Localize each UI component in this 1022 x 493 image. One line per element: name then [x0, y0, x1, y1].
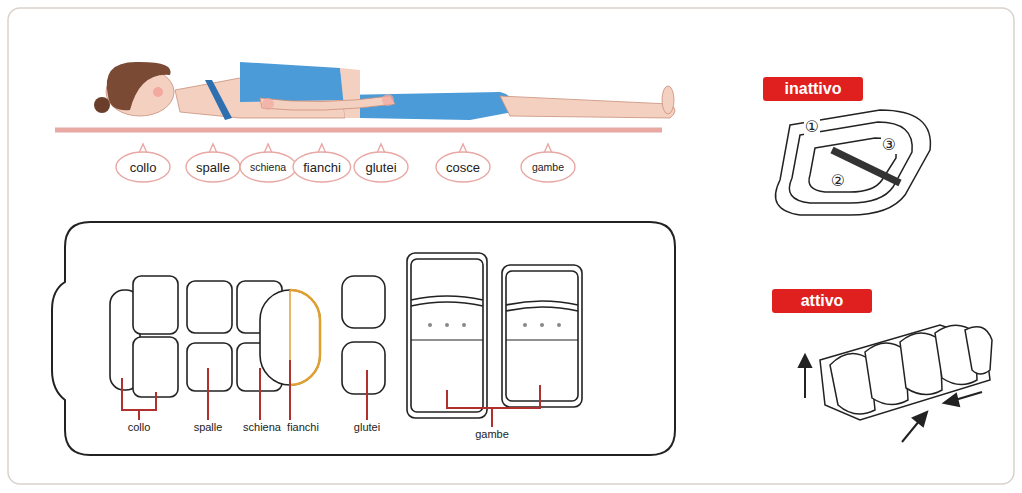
part-label: schiena — [242, 421, 282, 433]
callout-number: ① — [804, 118, 820, 136]
mattress-panel — [52, 222, 675, 455]
node-text: cosce — [446, 160, 480, 175]
mattress-cells — [110, 253, 582, 418]
node-text: spalle — [196, 160, 230, 175]
node-text: fianchi — [303, 160, 341, 175]
hip-cell-highlight — [290, 290, 320, 385]
part-label: glutei — [353, 421, 381, 433]
state-tag: inattivo — [763, 77, 863, 101]
body-part-bubble: fianchi — [292, 151, 352, 183]
part-label: fianchi — [286, 421, 320, 433]
inactive-cell-icon — [776, 110, 931, 215]
active-cells-icon — [820, 325, 992, 420]
node-text: schiena — [250, 161, 286, 173]
part-label: spalle — [193, 421, 224, 433]
node-text: attivo — [801, 292, 844, 310]
callout-number: ② — [830, 172, 846, 190]
state-tag: attivo — [772, 289, 872, 313]
leader-lines — [122, 360, 540, 427]
callout-number: ③ — [881, 136, 897, 154]
body-part-bubble: schiena — [239, 151, 297, 183]
cell-dots — [428, 323, 561, 327]
body-part-bubble: glutei — [353, 151, 409, 183]
body-part-bubble: collo — [115, 151, 171, 183]
body-part-bubble: gambe — [520, 151, 576, 183]
body-part-bubble: cosce — [435, 151, 491, 183]
node-text: gambe — [532, 161, 564, 173]
node-text: collo — [130, 160, 157, 175]
node-text: glutei — [365, 160, 396, 175]
mattress-line — [55, 128, 662, 133]
part-label: collo — [127, 421, 152, 433]
arrows — [799, 355, 982, 442]
woman-figure — [94, 62, 675, 120]
part-label: gambe — [474, 428, 510, 440]
node-text: inattivo — [785, 80, 842, 98]
card-border — [8, 8, 1014, 484]
body-part-bubble: spalle — [185, 151, 241, 183]
